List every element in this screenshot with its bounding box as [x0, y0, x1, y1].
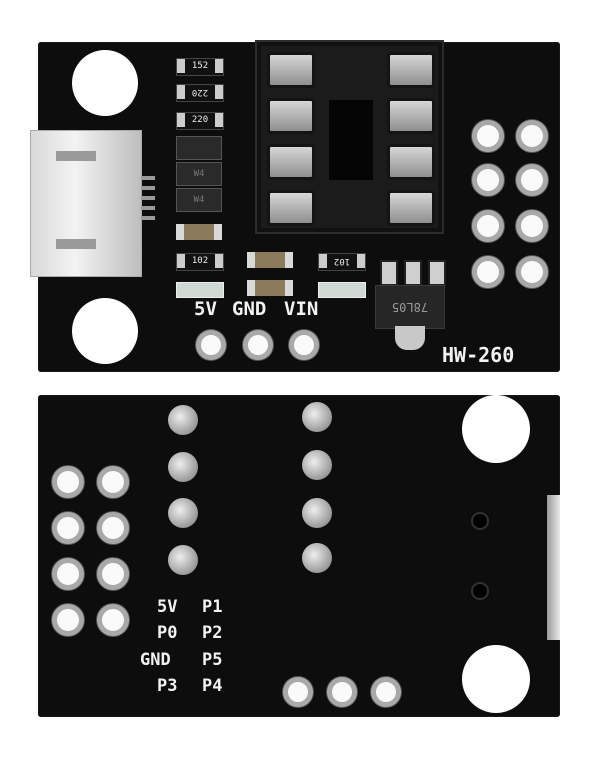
header-pad: [516, 120, 548, 152]
header-pad: [472, 164, 504, 196]
regulator-tab: [395, 326, 425, 350]
header-pad: [52, 604, 84, 636]
model-label: HW-260: [442, 343, 515, 367]
capacitor-c3: [247, 280, 293, 296]
pin-label-p0: P0: [157, 623, 178, 643]
via: [471, 512, 489, 530]
solder-joint: [168, 498, 198, 528]
usb-tab: [56, 239, 96, 249]
header-pad: [516, 164, 548, 196]
socket-pin: [267, 144, 315, 180]
header-pad: [97, 512, 129, 544]
socket-pin: [387, 98, 435, 134]
led-power: [176, 282, 224, 298]
voltage-regulator: 78L05: [375, 285, 445, 329]
usb-pin: [141, 196, 155, 200]
capacitor-c2: [247, 252, 293, 268]
usb-pin: [141, 206, 155, 210]
mounting-hole-bottom-right: [462, 645, 530, 713]
label-gnd: GND: [232, 298, 267, 320]
micro-usb-edge: [547, 495, 560, 640]
header-pad: [52, 466, 84, 498]
header-pad: [97, 604, 129, 636]
resistor-marking: 220: [191, 87, 209, 97]
resistor-r2: 220: [176, 84, 224, 102]
led-status: [318, 282, 366, 298]
header-pad: [52, 512, 84, 544]
resistor-r1: 152: [176, 58, 224, 76]
regulator-leg: [428, 260, 446, 286]
solder-joint: [168, 452, 198, 482]
header-pad: [472, 210, 504, 242]
pad-power: [371, 677, 401, 707]
pin-label-5v: 5V: [157, 597, 178, 617]
resistor-marking: 152: [191, 61, 209, 71]
pad-power: [283, 677, 313, 707]
header-pad: [52, 558, 84, 590]
regulator-leg: [404, 260, 422, 286]
pin-label-p1: P1: [202, 597, 223, 617]
resistor-marking: 102: [333, 256, 351, 266]
dip8-ic-socket: [255, 40, 444, 234]
header-pad: [472, 256, 504, 288]
solder-joint: [302, 402, 332, 432]
resistor-marking: 102: [191, 256, 209, 266]
solder-joint: [168, 545, 198, 575]
label-vin: VIN: [284, 298, 319, 320]
solder-joint: [302, 450, 332, 480]
pad-5v: [196, 330, 226, 360]
header-pad: [472, 120, 504, 152]
header-pad: [97, 558, 129, 590]
header-pad: [97, 466, 129, 498]
socket-pin: [267, 98, 315, 134]
usb-pin: [141, 176, 155, 180]
pin-label-p4: P4: [202, 676, 223, 696]
micro-usb-connector: [30, 130, 155, 277]
via: [471, 582, 489, 600]
solder-joint: [302, 543, 332, 573]
pad-power: [327, 677, 357, 707]
diode-marking: W4: [193, 169, 205, 179]
pin-label-p2: P2: [202, 623, 223, 643]
label-5v: 5V: [194, 298, 217, 320]
socket-pin: [387, 144, 435, 180]
diode-d2: W4: [176, 162, 222, 186]
diode-marking: W4: [193, 195, 205, 205]
capacitor-c1: [176, 224, 222, 240]
resistor-r5: 102: [318, 253, 366, 271]
resistor-r3: 220: [176, 112, 224, 130]
socket-pin: [387, 190, 435, 226]
pin-label-gnd: GND: [140, 650, 171, 670]
resistor-marking: 220: [191, 115, 209, 125]
usb-pin: [141, 186, 155, 190]
usb-pin: [141, 216, 155, 220]
mounting-hole-top-left: [72, 50, 138, 116]
usb-tab: [56, 151, 96, 161]
socket-window: [329, 100, 373, 180]
diode-d3: W4: [176, 188, 222, 212]
resistor-r4: 102: [176, 253, 224, 271]
pin-label-p5: P5: [202, 650, 223, 670]
regulator-marking: 78L05: [391, 300, 429, 314]
solder-joint: [168, 405, 198, 435]
solder-joint: [302, 498, 332, 528]
mounting-hole-bottom-left: [72, 298, 138, 364]
diode-d1: [176, 136, 222, 160]
pad-gnd: [243, 330, 273, 360]
pad-vin: [289, 330, 319, 360]
regulator-leg: [380, 260, 398, 286]
pin-label-p3: P3: [157, 676, 178, 696]
socket-pin: [267, 52, 315, 88]
mounting-hole-top-right: [462, 395, 530, 463]
socket-pin: [267, 190, 315, 226]
header-pad: [516, 210, 548, 242]
socket-pin: [387, 52, 435, 88]
header-pad: [516, 256, 548, 288]
